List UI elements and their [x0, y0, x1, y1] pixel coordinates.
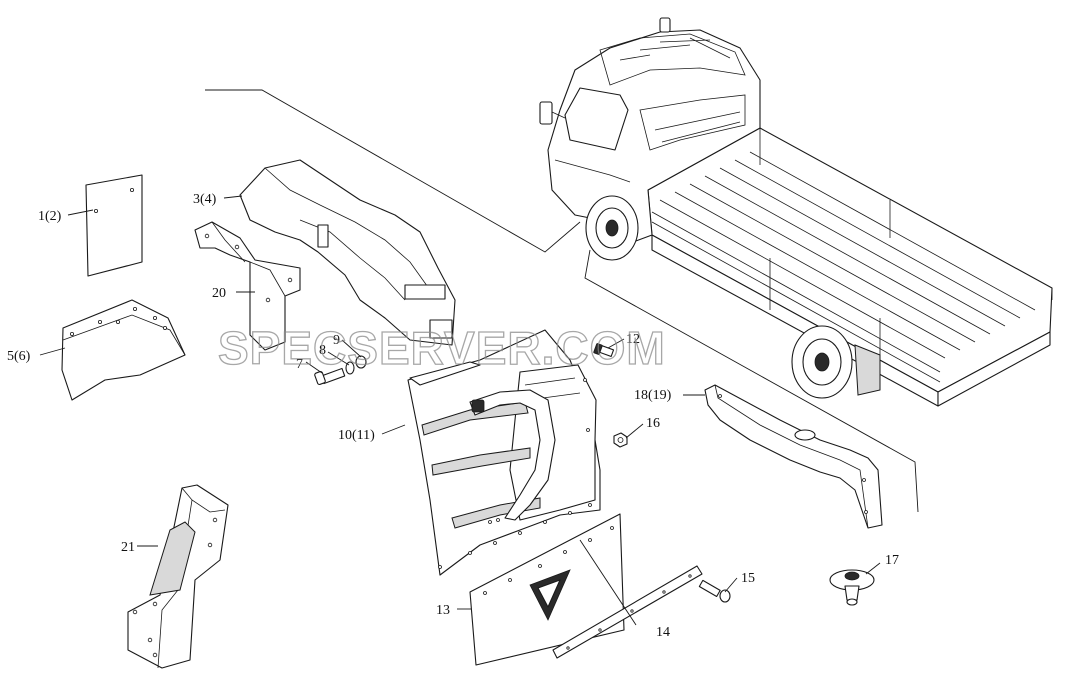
- truck-mudflap: [854, 344, 881, 396]
- callout-label: 17: [885, 553, 899, 568]
- callout-label: 3(4): [193, 192, 217, 207]
- callout-label: 13: [436, 603, 450, 618]
- part-bolt-15: [698, 579, 731, 603]
- callout-label: 1(2): [38, 209, 62, 224]
- part-fender-bracket-upper: [239, 159, 456, 346]
- callout-label: 16: [646, 416, 660, 431]
- callout-label: 15: [741, 571, 755, 586]
- part-bolt-12: [593, 343, 615, 358]
- side-mirror: [539, 101, 553, 125]
- reference-line-front: [205, 89, 581, 253]
- callout-label: 21: [121, 540, 135, 555]
- part-fender-handle: [469, 389, 556, 521]
- callout-label: 8: [319, 343, 326, 358]
- callout-label: 18(19): [634, 388, 672, 403]
- part-bolt-washer-set: [314, 355, 367, 385]
- part-mud-plate: [85, 174, 143, 277]
- leader-lines: [39, 195, 881, 626]
- truck-illustration: [539, 17, 1053, 407]
- part-nut-16: [613, 432, 628, 448]
- part-support-bracket: [194, 221, 301, 351]
- part-curved-bracket: [61, 299, 186, 401]
- callout-label: 10(11): [338, 428, 375, 443]
- truck-cab: [547, 29, 761, 246]
- callout-label: 9: [333, 333, 340, 348]
- callout-label: 14: [656, 625, 670, 640]
- part-plastic-clip: [829, 569, 875, 606]
- watermark-text: SPECSERVER.COM: [218, 322, 666, 374]
- callout-label: 12: [626, 332, 640, 347]
- reference-line-rear: [584, 249, 919, 513]
- cab-windshield: [564, 87, 629, 151]
- callout-label: 5(6): [7, 349, 31, 364]
- callout-label: 7: [296, 357, 303, 372]
- callout-label: 20: [212, 286, 226, 301]
